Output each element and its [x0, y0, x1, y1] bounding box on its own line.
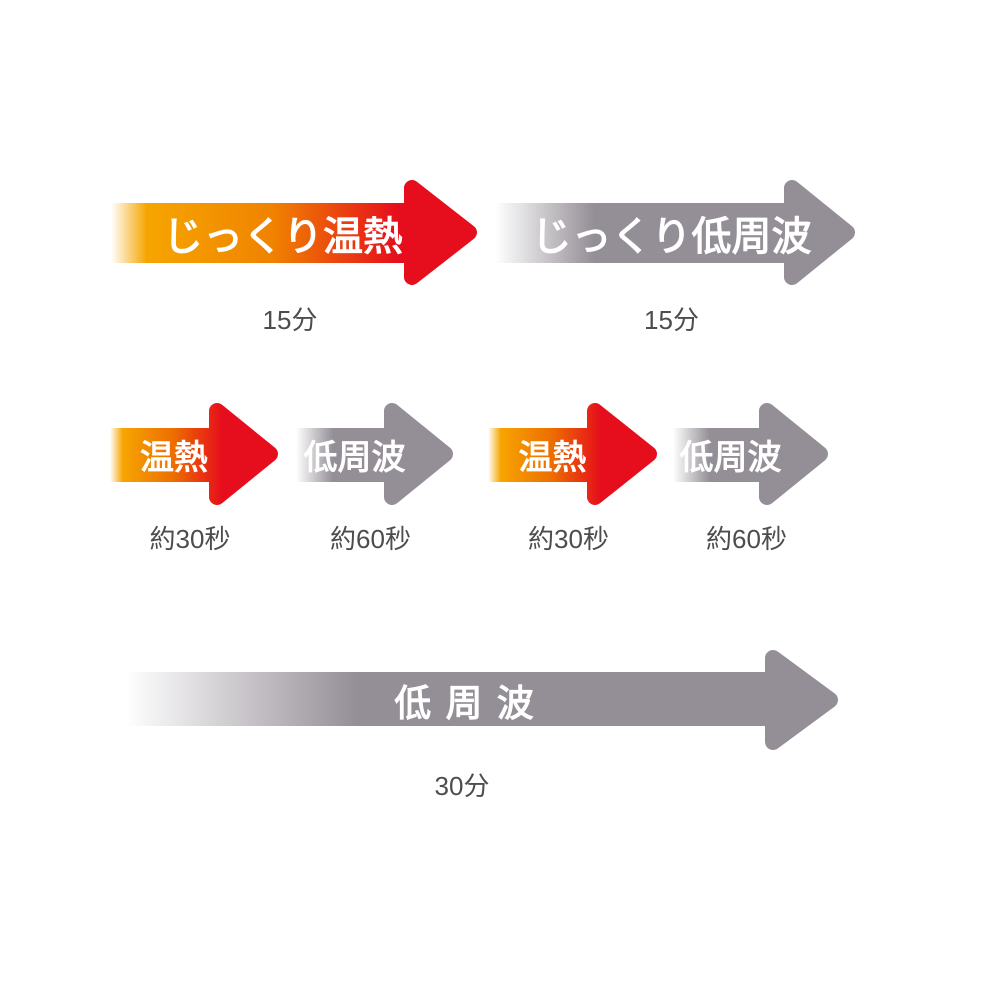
duration-label: 15分 — [644, 305, 699, 335]
heat-arrow-icon — [102, 403, 278, 505]
duration-label: 約30秒 — [528, 524, 609, 554]
low-frequency-arrow-icon — [288, 403, 453, 505]
phase-low-frequency-short-1: 低周波 約60秒 — [288, 403, 453, 554]
duration-label: 約60秒 — [706, 524, 787, 554]
phase-low-frequency-final: 低 周 波 30分 — [118, 650, 838, 801]
low-frequency-arrow-icon — [488, 180, 855, 285]
duration-label: 約30秒 — [149, 524, 231, 554]
duration-label: 約60秒 — [330, 524, 411, 554]
duration-label: 15分 — [262, 305, 318, 335]
heat-arrow-icon — [480, 403, 657, 505]
low-frequency-arrow-icon — [665, 403, 828, 505]
heat-arrow-icon — [103, 180, 477, 285]
phase-heat-short-1: 温熱 約30秒 — [102, 403, 278, 554]
duration-label: 30分 — [434, 771, 490, 801]
phase-heat-long: じっくり温熱 15分 — [103, 180, 477, 335]
phase-low-frequency-long: じっくり低周波 15分 — [488, 180, 855, 335]
low-frequency-arrow-icon — [118, 650, 838, 750]
phase-low-frequency-short-2: 低周波 約60秒 — [665, 403, 828, 554]
phase-heat-short-2: 温熱 約30秒 — [480, 403, 657, 554]
